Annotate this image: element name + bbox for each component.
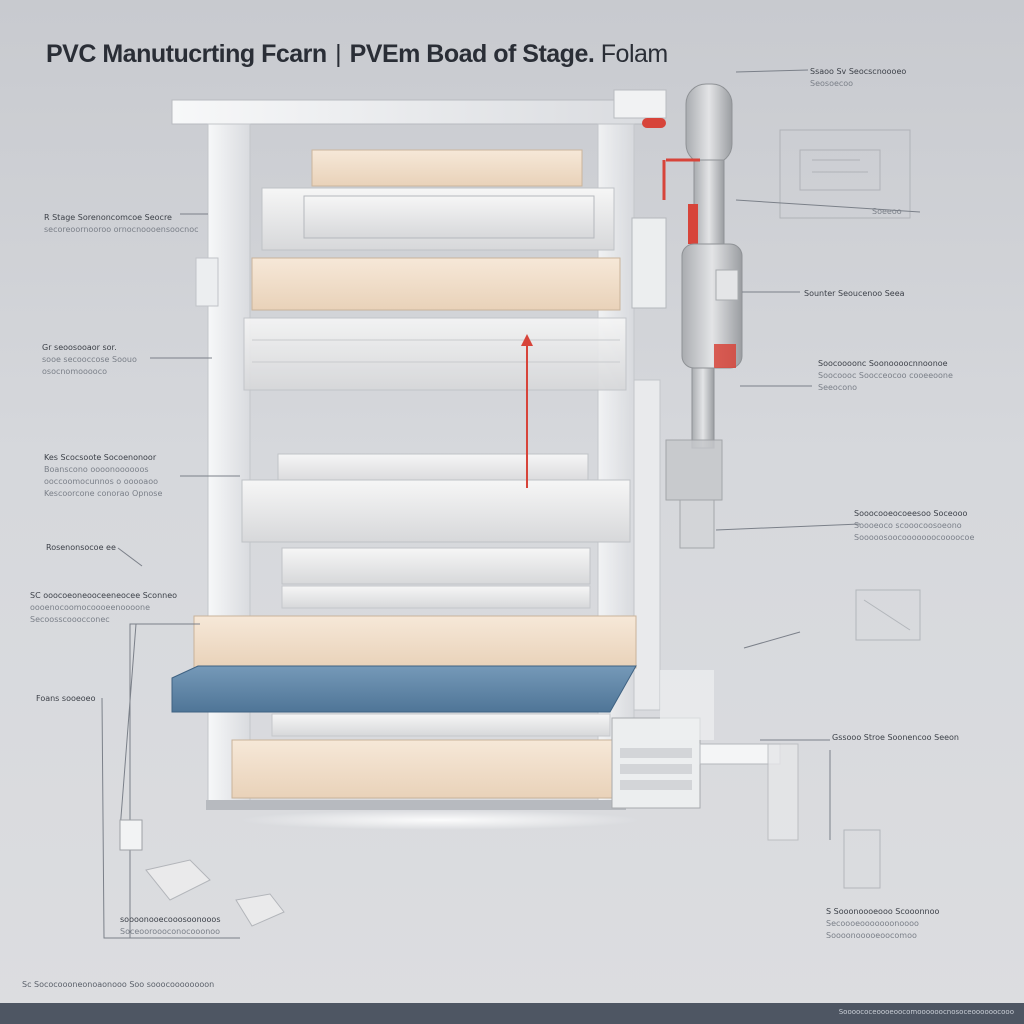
right-label-6: Gssooo Stroe Soonencoo Seeon bbox=[832, 733, 959, 742]
footer-text: Soooococeoooeoocomoooooocnosoceoooooocoo… bbox=[838, 1008, 1014, 1016]
right-label-1: Ssaoo Sv Seocscnoooeo Seosoecoo bbox=[810, 67, 907, 88]
left-label-5: SC ooocoeoneooceeneocee Sconneo oooenoco… bbox=[30, 591, 178, 624]
title-sub: PVEm Boad of Stage. bbox=[349, 40, 595, 68]
title-separator: | bbox=[335, 40, 342, 68]
right-label-2: Soeeoo bbox=[872, 207, 902, 216]
left-label-4: Rosenonsocoe ee bbox=[46, 543, 116, 552]
left-label-6: Foans sooeoeo bbox=[36, 694, 96, 703]
detail-sketches bbox=[145, 129, 921, 927]
foam-board-stack bbox=[171, 149, 637, 799]
right-label-3: Sounter Seoucenoo Seea bbox=[804, 289, 905, 298]
extruder-column bbox=[611, 83, 799, 841]
sensor-box bbox=[119, 819, 143, 851]
left-label-3: Kes Scocsoote Socoenonoor Boanscono oooo… bbox=[44, 453, 163, 498]
left-label-1: R Stage Sorenoncomcoe Seocre secoreoorno… bbox=[44, 213, 199, 234]
leader-lines bbox=[101, 69, 921, 939]
title-main: PVC Manutucrting Fcarn bbox=[46, 40, 327, 68]
right-label-5: Sooocooeocoeesoo Soceooo Soooeoco scoooc… bbox=[854, 509, 975, 542]
right-label-7: S Sooonoooeooo Scooonnoo Secoooeooooooon… bbox=[826, 907, 940, 940]
flow-arrow bbox=[521, 334, 533, 488]
left-label-2: Gr seoosooaor sor. sooe secooccose Soouo… bbox=[42, 343, 137, 376]
title-tail: Folam bbox=[600, 40, 668, 68]
left-label-7: soooonooecooosoonooos Soceooroooconocooo… bbox=[120, 915, 221, 936]
footer-bar: Soooococeoooeoocomoooooocnosoceoooooocoo… bbox=[0, 1003, 1024, 1024]
right-label-4: Soocoooonc Soonoooocnnoonoe Soocoooc Soo… bbox=[818, 359, 953, 392]
bottom-note: Sc Sococoooneonoaonooo Soo sooocoooooooo… bbox=[22, 980, 215, 989]
page-title: PVC Manutucrting Fcarn | PVEm Boad of St… bbox=[46, 40, 668, 69]
